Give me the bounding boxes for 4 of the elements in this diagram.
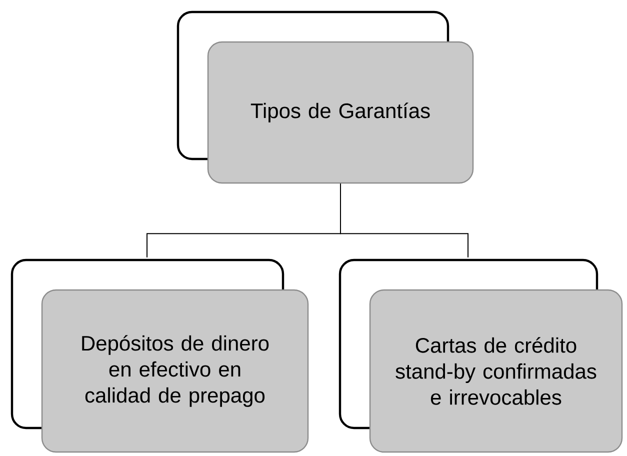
stacked-box: Depósitos de dinero en efectivo en calidad de prepago [10, 258, 309, 453]
stacked-box: Tipos de Garantías [176, 10, 474, 184]
connector-line [340, 183, 468, 258]
stacked-box: Cartas de crédito stand-by confirmadas e irrevocables [338, 258, 623, 453]
